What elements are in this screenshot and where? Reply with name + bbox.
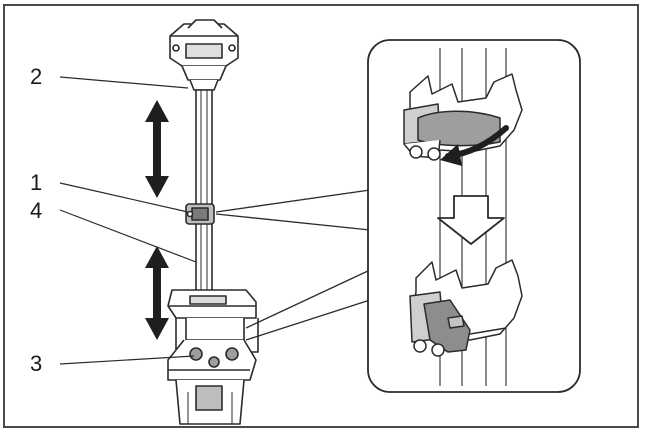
tool-assembly <box>167 19 259 425</box>
clip-open-state <box>403 73 523 161</box>
callout-1: 1 <box>30 170 43 195</box>
detail-inset <box>367 39 581 393</box>
clip-closed-state <box>409 259 523 357</box>
callout-4: 4 <box>30 198 43 223</box>
leader-lines <box>59 76 197 365</box>
top-knob <box>169 19 239 91</box>
callout-3: 3 <box>30 351 43 376</box>
base-bracket <box>167 289 259 425</box>
double-headed-vertical-arrow <box>145 246 169 340</box>
zoom-guide-lines <box>215 189 371 341</box>
double-headed-vertical-arrow <box>145 100 169 198</box>
curved-rotation-arrow <box>440 125 509 166</box>
hollow-down-arrow <box>437 195 505 245</box>
stopper-clip <box>185 203 215 225</box>
callout-2: 2 <box>30 64 43 89</box>
